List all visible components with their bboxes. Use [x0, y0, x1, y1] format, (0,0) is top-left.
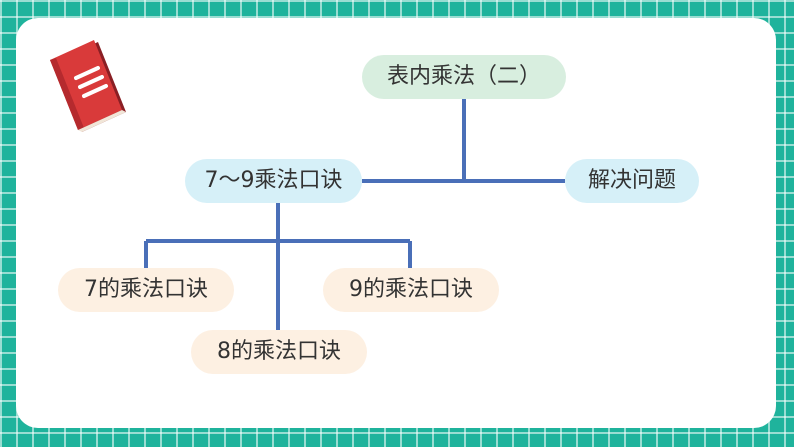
node-multiplication-7-9: 7～9乘法口诀: [185, 159, 362, 203]
node-root: 表内乘法（二）: [362, 55, 566, 99]
node-table-8: 8的乘法口诀: [191, 330, 367, 374]
node-table-9: 9的乘法口诀: [323, 268, 499, 312]
node-table-7: 7的乘法口诀: [58, 268, 234, 312]
node-problem-solving: 解决问题: [565, 159, 699, 203]
book-icon: [50, 40, 126, 132]
